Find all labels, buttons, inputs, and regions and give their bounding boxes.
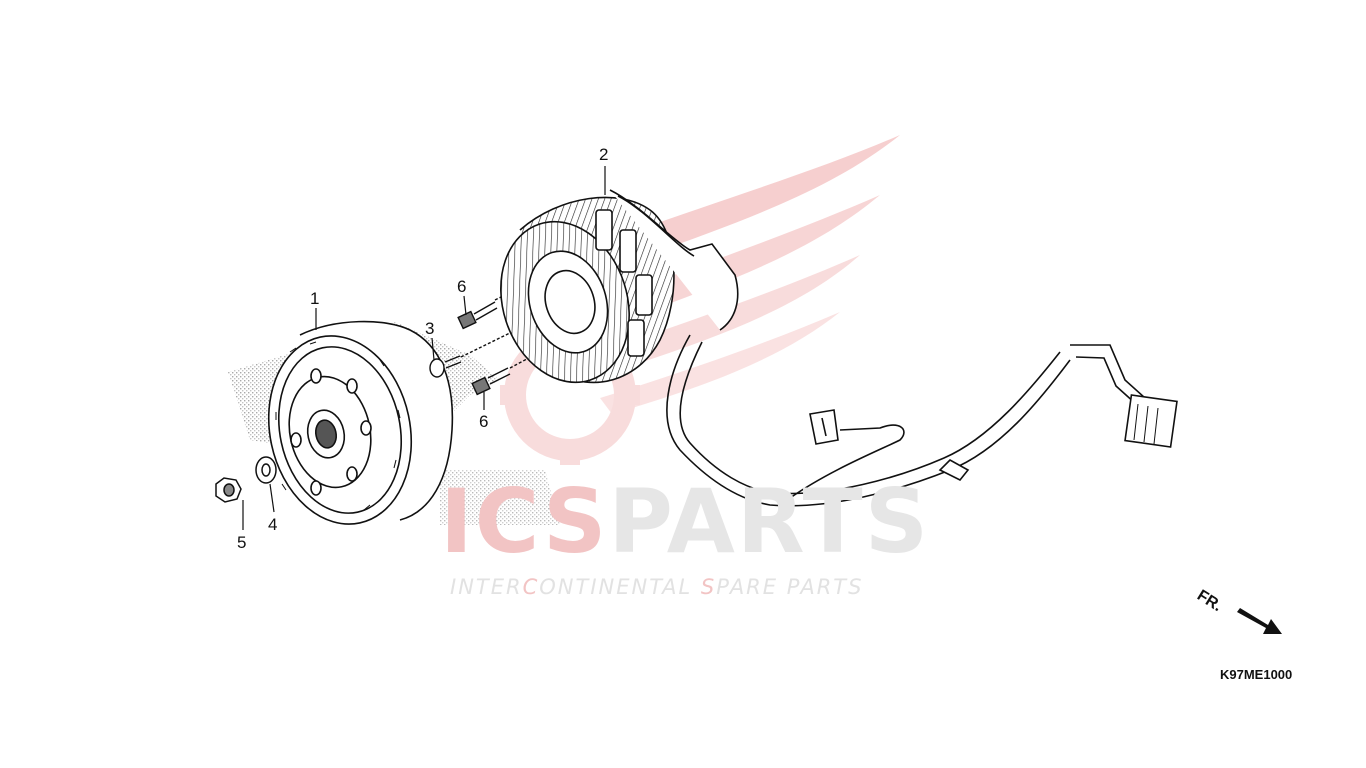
- flywheel-drawing: [267, 320, 454, 525]
- callout-part-4: 4: [268, 515, 278, 534]
- callout-part-6-upper: 6: [457, 277, 467, 296]
- callout-part-1: 1: [310, 289, 320, 308]
- callout-part-2: 2: [599, 145, 609, 164]
- callout-part-6-lower: 6: [479, 412, 489, 431]
- front-direction-arrow-icon: [1237, 608, 1282, 634]
- callout-part-3: 3: [425, 319, 435, 338]
- watermark-tagline: INTERCONTINENTAL SPARE PARTS: [450, 575, 864, 599]
- nut-drawing: [215, 477, 242, 503]
- washer-drawing: [255, 456, 277, 484]
- wire-harness-drawing: [666, 334, 1178, 507]
- watermark-brand: ICSPARTS: [440, 470, 931, 573]
- drawing-code: K97ME1000: [1220, 667, 1293, 682]
- washer-bolt-drawing: [429, 327, 521, 378]
- stator-drawing: [500, 189, 739, 384]
- bolt-drawing-lower: [471, 351, 541, 396]
- leader-lines: [242, 166, 606, 530]
- callout-part-5: 5: [237, 533, 247, 552]
